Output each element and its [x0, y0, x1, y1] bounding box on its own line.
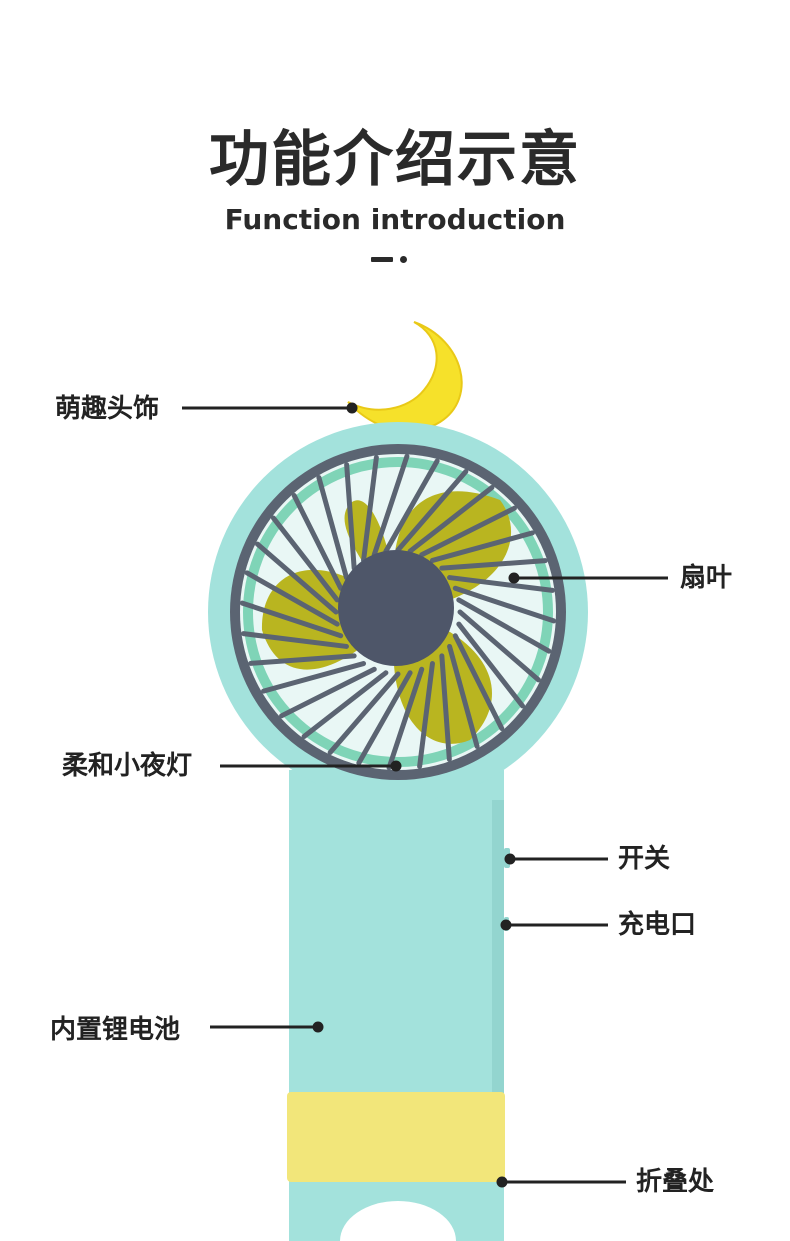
grille-spoke — [447, 643, 480, 749]
fan-grille — [239, 453, 557, 771]
fold-band — [287, 1092, 505, 1182]
grille-spoke — [327, 671, 401, 755]
label-headpiece: 萌趣头饰 — [55, 394, 160, 424]
grille-spoke — [291, 493, 344, 591]
grille-spoke — [429, 530, 535, 563]
grille-spoke — [261, 661, 367, 694]
grille-spoke — [447, 575, 555, 593]
grille-spoke — [356, 670, 413, 766]
grille-spoke — [279, 666, 377, 719]
grille-spoke — [239, 600, 344, 639]
grille-spoke — [456, 621, 526, 709]
grille-spoke — [241, 631, 349, 649]
grille-spoke — [316, 475, 349, 581]
label-charging-port: 充电口 — [618, 910, 697, 940]
grille-spoke — [386, 666, 425, 771]
grille-spoke — [439, 653, 452, 762]
grille-spoke — [419, 505, 517, 558]
grille-spoke — [395, 469, 469, 553]
label-fold-point: 折叠处 — [636, 1167, 715, 1197]
fan-hub — [338, 550, 454, 666]
grille-spoke — [417, 661, 435, 769]
label-night-light: 柔和小夜灯 — [62, 751, 193, 781]
page-title: 功能介绍示意 — [209, 125, 581, 195]
stand-cutout — [340, 1201, 456, 1241]
grille-spoke — [383, 458, 440, 554]
label-battery: 内置锂电池 — [50, 1015, 181, 1045]
handle-shade — [492, 800, 504, 1100]
grille-spoke — [407, 484, 495, 554]
grille-spoke — [452, 633, 505, 731]
grille-spoke — [270, 515, 340, 603]
moon-headpiece — [347, 321, 463, 432]
grille-spoke — [248, 653, 357, 666]
grille-spoke — [361, 455, 379, 563]
divider-dot — [400, 256, 407, 263]
callout-lines — [182, 402, 668, 1188]
label-switch: 开关 — [618, 844, 671, 874]
label-blades: 扇叶 — [680, 563, 733, 593]
grille-spoke — [344, 462, 357, 571]
grille-spoke — [457, 609, 541, 683]
grille-spoke — [244, 570, 340, 627]
divider-bar — [371, 257, 393, 262]
grille-spoke — [439, 558, 548, 571]
grille-spoke — [255, 541, 339, 615]
page-subtitle: Function introduction — [224, 203, 566, 236]
grille-spoke — [371, 453, 410, 558]
grille-spoke — [301, 670, 389, 740]
title-divider — [371, 255, 411, 265]
grille-spoke — [456, 597, 552, 654]
grille-spoke — [452, 585, 557, 624]
